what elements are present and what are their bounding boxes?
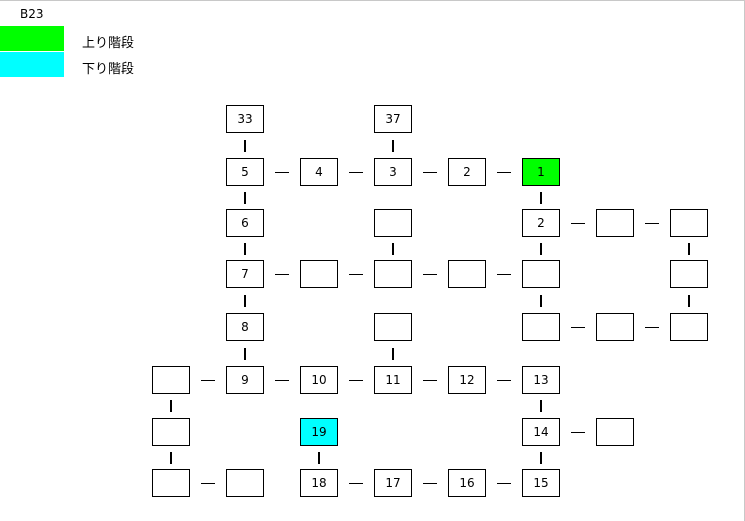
corridor-horizontal <box>201 483 215 484</box>
corridor-vertical <box>540 400 542 412</box>
room-cell: 16 <box>448 469 486 497</box>
room-cell: 17 <box>374 469 412 497</box>
corridor-vertical <box>318 451 320 464</box>
room-cell <box>670 313 708 341</box>
legend-up-stairs-label: 上り階段 <box>82 36 135 51</box>
corridor-vertical <box>392 242 394 255</box>
corridor-vertical <box>688 242 690 255</box>
corridor-vertical <box>244 139 246 152</box>
corridor-horizontal <box>349 483 363 484</box>
room-cell: 2 <box>448 158 486 186</box>
room-cell: 2 <box>522 209 560 237</box>
corridor-horizontal <box>423 274 437 275</box>
corridor-vertical <box>170 451 172 464</box>
room-cell: 33 <box>226 105 264 133</box>
corridor-horizontal <box>423 172 437 173</box>
room-cell <box>670 209 708 237</box>
corridor-horizontal <box>349 380 363 381</box>
legend-down-stairs-swatch <box>0 52 64 77</box>
legend-down-stairs-label: 下り階段 <box>82 62 135 77</box>
room-cell: 15 <box>522 469 560 497</box>
corridor-horizontal <box>571 223 585 224</box>
legend-up-stairs-swatch <box>0 26 64 51</box>
floor-label: B23 <box>20 7 44 21</box>
room-cell: 10 <box>300 366 338 394</box>
corridor-horizontal <box>201 380 215 381</box>
corridor-vertical <box>244 191 246 204</box>
room-cell <box>670 260 708 288</box>
corridor-vertical <box>540 191 542 204</box>
corridor-horizontal <box>645 223 659 224</box>
room-cell: 4 <box>300 158 338 186</box>
corridor-horizontal <box>497 172 511 173</box>
room-cell: 18 <box>300 469 338 497</box>
corridor-vertical <box>244 347 246 360</box>
room-cell <box>374 260 412 288</box>
corridor-vertical <box>170 400 172 412</box>
room-up-stairs: 1 <box>522 158 560 186</box>
corridor-horizontal <box>275 274 289 275</box>
room-cell: 5 <box>226 158 264 186</box>
corridor-vertical <box>540 294 542 307</box>
corridor-horizontal <box>497 274 511 275</box>
room-down-stairs: 19 <box>300 418 338 446</box>
corridor-horizontal <box>349 274 363 275</box>
room-cell: 12 <box>448 366 486 394</box>
room-cell <box>596 418 634 446</box>
room-cell <box>152 366 190 394</box>
room-cell: 14 <box>522 418 560 446</box>
room-cell <box>152 418 190 446</box>
room-cell <box>226 469 264 497</box>
room-cell: 3 <box>374 158 412 186</box>
corridor-vertical <box>688 294 690 307</box>
room-cell: 37 <box>374 105 412 133</box>
corridor-horizontal <box>423 483 437 484</box>
room-cell <box>374 209 412 237</box>
corridor-vertical <box>540 451 542 464</box>
corridor-vertical <box>244 294 246 307</box>
corridor-horizontal <box>349 172 363 173</box>
corridor-vertical <box>392 347 394 360</box>
room-cell <box>374 313 412 341</box>
corridor-vertical <box>540 242 542 255</box>
corridor-horizontal <box>645 327 659 328</box>
room-cell <box>522 313 560 341</box>
room-cell: 9 <box>226 366 264 394</box>
room-cell: 8 <box>226 313 264 341</box>
room-cell <box>596 209 634 237</box>
corridor-horizontal <box>497 380 511 381</box>
room-cell <box>448 260 486 288</box>
room-cell: 7 <box>226 260 264 288</box>
room-cell: 11 <box>374 366 412 394</box>
corridor-horizontal <box>275 172 289 173</box>
room-cell <box>522 260 560 288</box>
corridor-horizontal <box>571 327 585 328</box>
corridor-horizontal <box>275 380 289 381</box>
room-cell <box>300 260 338 288</box>
corridor-horizontal <box>423 380 437 381</box>
corridor-horizontal <box>571 432 585 433</box>
room-cell: 6 <box>226 209 264 237</box>
room-cell <box>152 469 190 497</box>
room-cell <box>596 313 634 341</box>
corridor-horizontal <box>497 483 511 484</box>
corridor-vertical <box>392 139 394 152</box>
corridor-vertical <box>244 242 246 255</box>
room-cell: 13 <box>522 366 560 394</box>
